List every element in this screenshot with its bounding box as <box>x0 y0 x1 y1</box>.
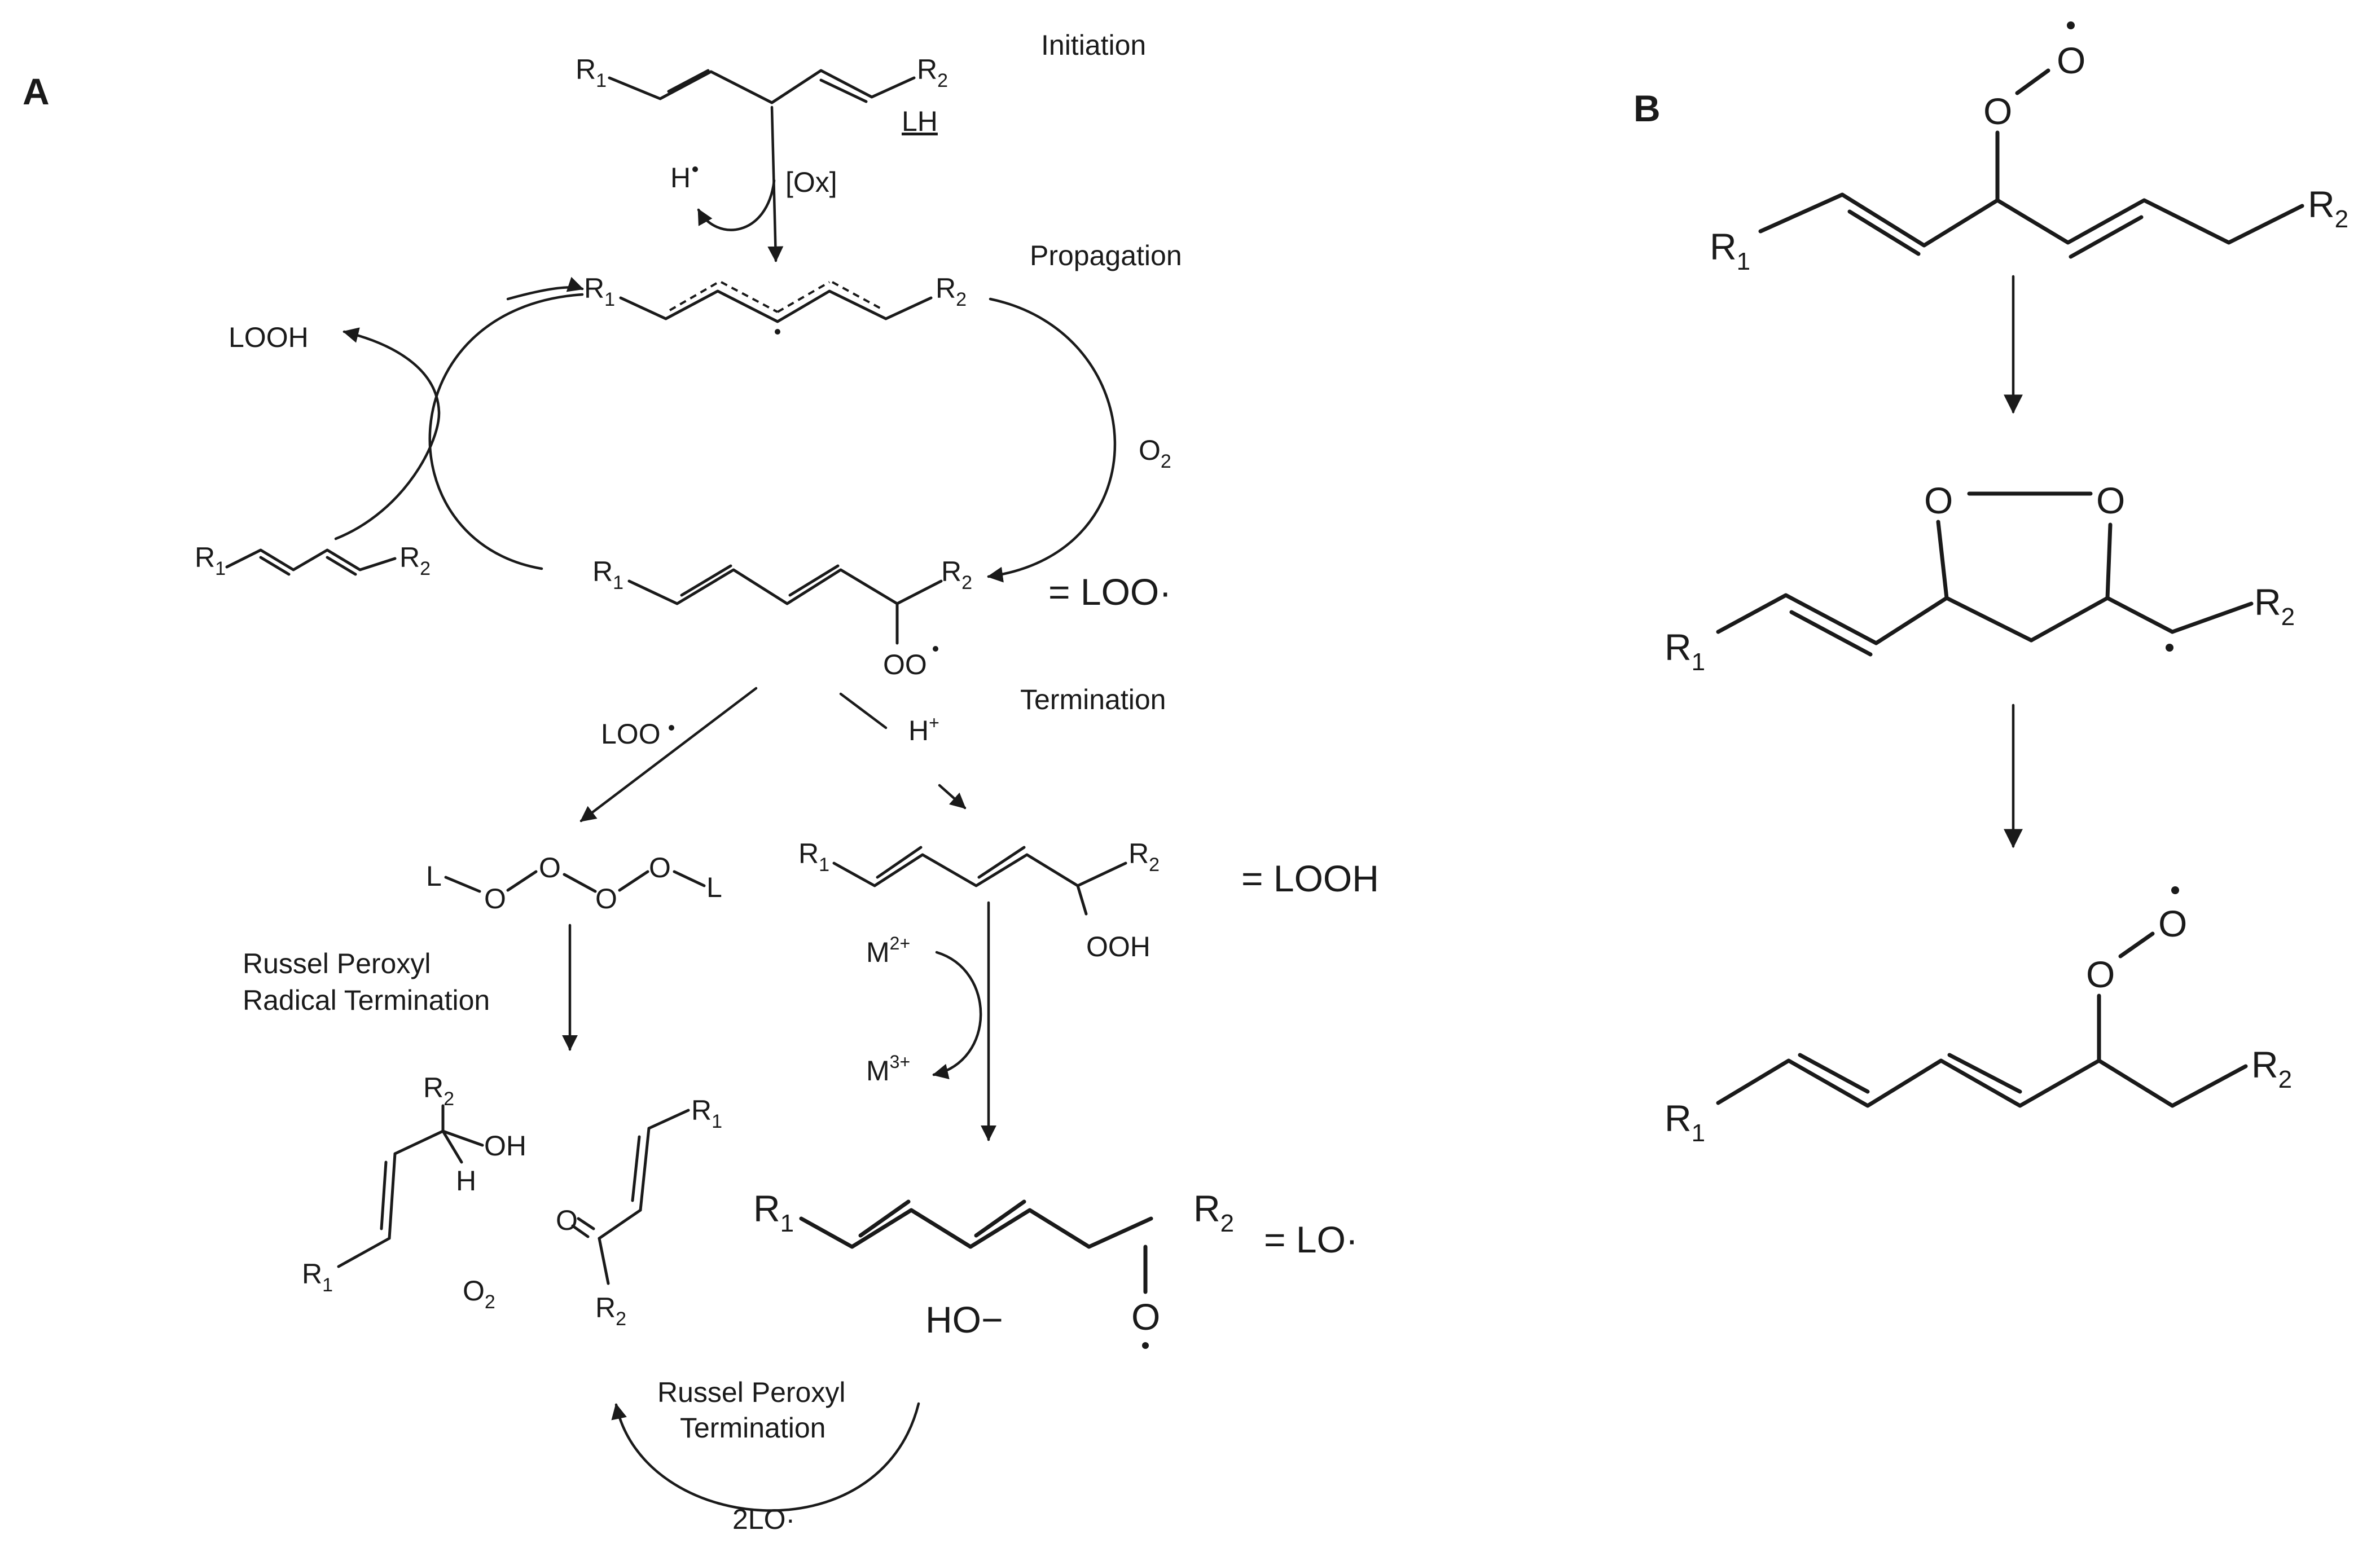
lh-label: LH <box>902 105 938 137</box>
svg-text:H: H <box>456 1165 476 1197</box>
o2-label: O2 <box>1139 434 1171 472</box>
svg-text:R2: R2 <box>2251 1044 2292 1093</box>
looh-label: = LOOH <box>1241 858 1379 899</box>
svg-text:OH: OH <box>484 1130 526 1162</box>
pentadienyl-radical: R1 R2 <box>584 272 967 335</box>
panel-b-peroxyl-radical: R1 O O R2 <box>1710 21 2348 275</box>
russel-termination-line2: Termination <box>680 1412 825 1444</box>
svg-text:R1: R1 <box>1665 626 1705 676</box>
svg-text:R2: R2 <box>399 542 431 579</box>
svg-text:R2: R2 <box>1193 1188 1234 1237</box>
loo-radical-label: = LOO· <box>1048 571 1171 613</box>
h-branch-arrow-2 <box>938 784 967 810</box>
lh-molecule: R1 R2 LH <box>576 54 948 137</box>
alkoxyl-radical: R1 O R2 <box>753 1188 1234 1349</box>
looh-cycle-label: LOOH <box>229 322 309 353</box>
svg-text:R2: R2 <box>2308 183 2348 233</box>
peroxyl-radical: R1 OO R2 <box>592 556 972 680</box>
svg-text:R1: R1 <box>1710 226 1750 275</box>
cycle-left-arc <box>428 293 584 570</box>
panel-a-label: A <box>23 71 50 112</box>
svg-text:O: O <box>1924 480 1953 521</box>
ox-label: [Ox] <box>785 166 837 198</box>
hydroxide-label: HO− <box>925 1299 1003 1340</box>
svg-text:R1: R1 <box>753 1188 794 1237</box>
panel-b-conjugated-peroxyl: R1 O O R2 <box>1665 886 2292 1147</box>
panel-b-label: B <box>1633 87 1661 129</box>
svg-text:O: O <box>2086 953 2115 995</box>
ketone-product: R1 O R2 <box>556 1094 722 1330</box>
svg-text:R1: R1 <box>1665 1097 1705 1147</box>
m3-label: M3+ <box>866 1052 910 1087</box>
tetroxide: L O O O O L <box>426 852 722 915</box>
svg-text:R1: R1 <box>592 556 623 593</box>
svg-text:O: O <box>539 852 561 883</box>
propagation-heading: Propagation <box>1030 240 1182 271</box>
svg-text:O: O <box>1983 90 2012 132</box>
h-transfer-arc <box>334 327 441 540</box>
svg-text:R1: R1 <box>691 1094 722 1132</box>
o2-byproduct: O2 <box>463 1275 495 1313</box>
svg-text:R1: R1 <box>576 54 607 91</box>
two-lo-label: 2LO· <box>732 1503 795 1535</box>
russel-radical-line2: Radical Termination <box>243 984 490 1016</box>
svg-text:O: O <box>595 883 617 915</box>
svg-text:OOH: OOH <box>1086 931 1151 962</box>
panel-b-dioxolane-radical: R1 O O R2 <box>1665 480 2295 676</box>
h-radical-label: H <box>670 162 691 194</box>
loo-branch-arrow <box>579 687 758 823</box>
svg-text:OO: OO <box>883 649 927 680</box>
alcohol-product: R2 OH H R1 <box>302 1072 526 1296</box>
o2-addition-arc <box>987 297 1117 583</box>
svg-text:O: O <box>2096 480 2125 521</box>
lo-radical-label: = LO· <box>1264 1219 1358 1260</box>
termination-heading: Termination <box>1020 684 1166 715</box>
svg-text:R2: R2 <box>917 54 948 91</box>
lh-molecule-cycle: R1 R2 <box>195 542 431 579</box>
svg-text:R2: R2 <box>941 556 972 593</box>
h-abstraction-curl <box>697 179 776 231</box>
svg-text:L: L <box>426 860 442 892</box>
svg-text:R2: R2 <box>423 1072 454 1110</box>
svg-text:O: O <box>556 1204 578 1236</box>
svg-text:R1: R1 <box>302 1258 333 1296</box>
svg-text:O: O <box>484 883 506 915</box>
h-branch-arrow-1 <box>839 692 888 729</box>
svg-text:R2: R2 <box>2254 581 2295 631</box>
hydroperoxide: R1 OOH R2 <box>798 838 1160 962</box>
svg-text:O: O <box>649 852 671 883</box>
svg-text:R1: R1 <box>584 272 615 310</box>
loo-reagent-label: LOO <box>601 718 661 750</box>
svg-text:O: O <box>1131 1296 1160 1338</box>
svg-text:L: L <box>706 872 722 903</box>
svg-text:O: O <box>2057 39 2085 81</box>
svg-text:R2: R2 <box>1128 838 1160 876</box>
svg-text:R2: R2 <box>595 1292 626 1330</box>
russel-radical-line1: Russel Peroxyl <box>243 948 431 979</box>
initiation-heading: Initiation <box>1041 29 1146 61</box>
svg-text:O: O <box>2158 903 2187 944</box>
h-plus-label: H+ <box>908 713 939 746</box>
russel-termination-line1: Russel Peroxyl <box>657 1377 845 1408</box>
m2-label: M2+ <box>866 933 910 968</box>
russel-termination-curl <box>611 1402 920 1512</box>
svg-text:R1: R1 <box>798 838 829 876</box>
svg-text:R1: R1 <box>195 542 226 579</box>
svg-text:R2: R2 <box>936 272 967 310</box>
metal-redox-curl <box>932 951 982 1080</box>
